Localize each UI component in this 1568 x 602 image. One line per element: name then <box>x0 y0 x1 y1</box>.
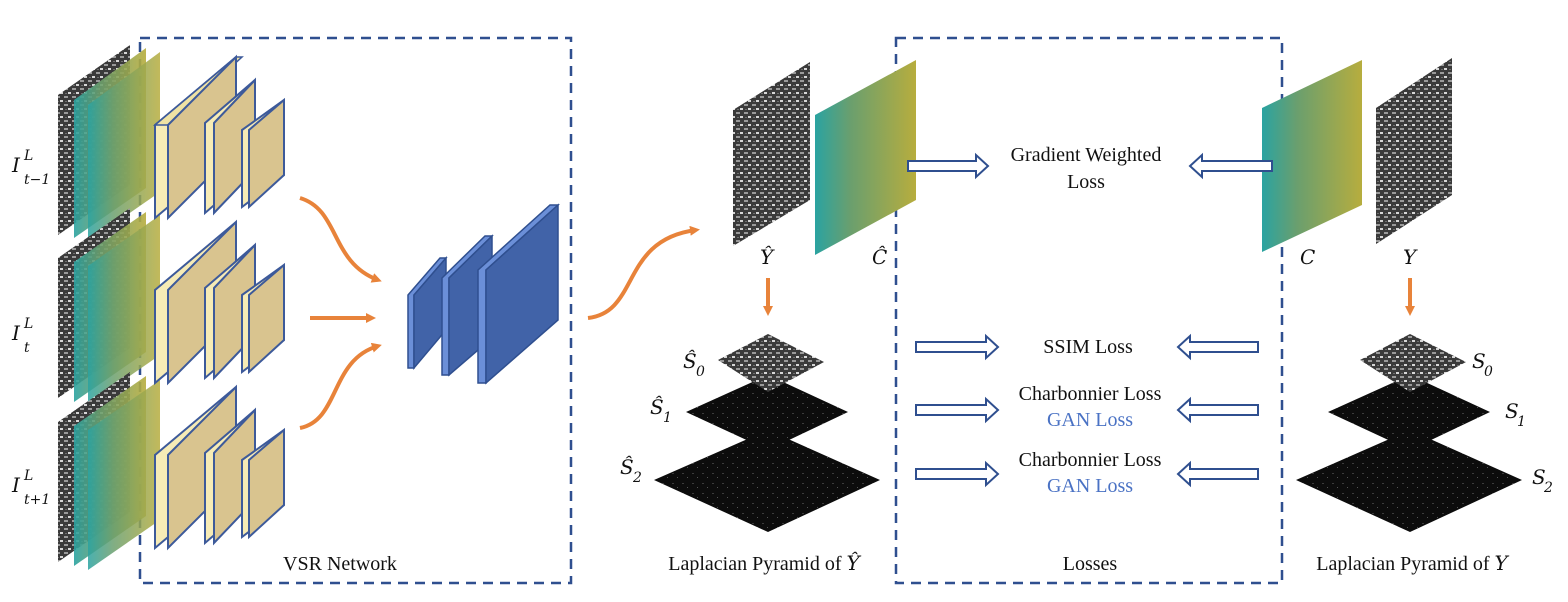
gan-loss-1: GAN Loss <box>1047 409 1133 431</box>
c-label: C <box>1300 245 1315 269</box>
svg-text:2: 2 <box>1543 480 1553 496</box>
pyramid-pred-caption: Laplacian Pyramid of Ŷ <box>668 551 861 575</box>
y-hat-label: Ŷ <box>760 245 775 269</box>
encoder-row-2 <box>154 219 285 386</box>
svg-text:I: I <box>11 321 21 345</box>
hollow-arrow-level1-out <box>1176 396 1259 424</box>
hollow-arrow-gradient-out <box>1188 152 1273 180</box>
svg-text:Ŝ: Ŝ <box>620 454 634 479</box>
svg-text:1: 1 <box>663 410 672 426</box>
pyramid-gt: S 0 S 1 S 2 <box>1296 334 1553 532</box>
pyramid-pred: Ŝ 0 Ŝ 1 Ŝ 2 <box>620 334 880 532</box>
svg-text:0: 0 <box>1484 364 1493 380</box>
svg-text:Ŝ: Ŝ <box>683 348 697 373</box>
hollow-arrow-level1-in <box>915 396 1000 424</box>
gradient-loss-line2: Loss <box>1067 171 1105 193</box>
input-label-t-minus-1: I L t−1 <box>11 148 50 188</box>
svg-text:t+1: t+1 <box>24 492 50 508</box>
y-label: Y <box>1403 245 1418 269</box>
input-frames-t <box>58 208 160 405</box>
vsr-network-caption: VSR Network <box>283 553 397 575</box>
losses-box <box>894 36 1284 585</box>
losses-caption: Losses <box>1063 553 1118 575</box>
svg-text:L: L <box>23 468 33 484</box>
svg-text:S: S <box>1472 349 1486 373</box>
c-hat-label: Ĉ <box>872 244 887 269</box>
ssim-loss: SSIM Loss <box>1043 336 1133 358</box>
charbonnier-loss-2: Charbonnier Loss <box>1019 449 1162 471</box>
hollow-arrow-gradient-in <box>907 152 990 180</box>
c-image <box>1262 60 1362 252</box>
c-hat-image <box>815 60 916 255</box>
svg-text:S: S <box>1505 399 1519 423</box>
hollow-arrow-ssim-in <box>915 333 1000 361</box>
input-label-t: I L t <box>11 316 33 356</box>
y-image <box>1376 58 1452 244</box>
encoder-row-1 <box>152 54 285 221</box>
output-arrow <box>587 225 700 320</box>
vsr-network-box <box>138 36 573 585</box>
svg-text:Ŝ: Ŝ <box>650 394 664 419</box>
svg-text:L: L <box>23 148 33 164</box>
gradient-loss-line1: Gradient Weighted <box>1011 144 1162 166</box>
svg-text:1: 1 <box>1517 414 1526 430</box>
svg-text:I: I <box>11 473 21 497</box>
merge-arrow-top <box>299 196 382 283</box>
encoder-row-3 <box>154 384 285 551</box>
svg-text:2: 2 <box>632 470 642 486</box>
charbonnier-loss-1: Charbonnier Loss <box>1019 383 1162 405</box>
input-frames-t-plus-1 <box>58 372 160 570</box>
svg-text:0: 0 <box>696 364 705 380</box>
hollow-arrow-ssim-out <box>1176 333 1259 361</box>
input-label-t-plus-1: I L t+1 <box>11 468 50 508</box>
decoder-blocks <box>407 203 560 385</box>
y-hat-image <box>733 62 810 246</box>
input-frames-t-minus-1 <box>58 45 160 242</box>
hollow-arrow-level2-out <box>1176 460 1259 488</box>
pyramid-gt-caption: Laplacian Pyramid of Y <box>1316 551 1509 575</box>
hollow-arrow-level2-in <box>915 460 1000 488</box>
merge-arrow-bottom <box>299 342 382 430</box>
svg-text:L: L <box>23 316 33 332</box>
gan-loss-2: GAN Loss <box>1047 475 1133 497</box>
svg-text:t−1: t−1 <box>24 172 50 188</box>
svg-text:t: t <box>24 340 30 356</box>
svg-text:S: S <box>1532 465 1546 489</box>
svg-text:I: I <box>11 153 21 177</box>
